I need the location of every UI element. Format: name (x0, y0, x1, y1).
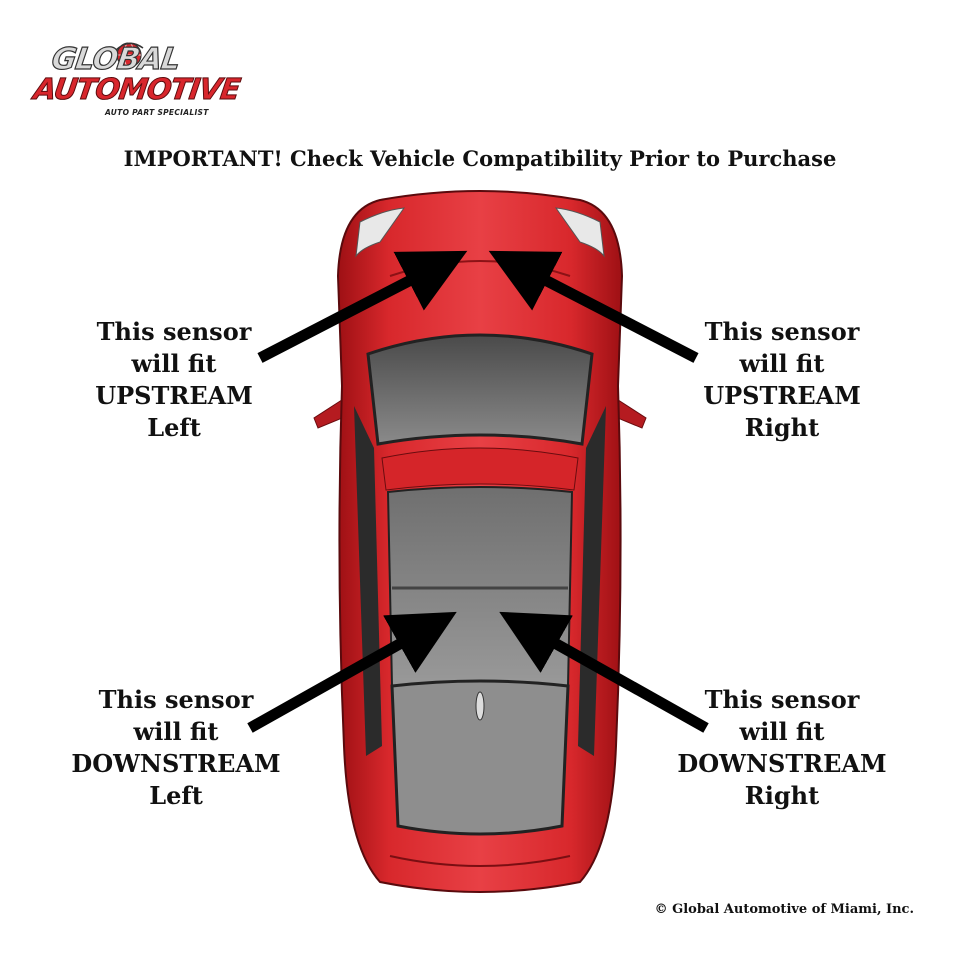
logo-word-automotive: AUTOMOTIVE (31, 72, 242, 107)
label-line: DOWNSTREAM (677, 749, 887, 778)
label-line: UPSTREAM (95, 381, 253, 410)
label-line: Right (744, 413, 820, 442)
page-title: IMPORTANT! Check Vehicle Compatibility P… (123, 146, 837, 171)
copyright-notice: © Global Automotive of Miami, Inc. (654, 902, 914, 917)
label-line: Right (744, 781, 820, 810)
label-line: will fit (739, 717, 825, 746)
globe-icon (115, 42, 144, 68)
label-line: Left (147, 413, 201, 442)
rear-window (390, 679, 570, 836)
label-line: This sensor (98, 685, 254, 714)
roof-bar (381, 447, 579, 491)
logo-tagline: AUTO PART SPECIALIST (105, 108, 209, 117)
label-line: This sensor (704, 685, 860, 714)
headlight-right (554, 207, 605, 258)
label-line: will fit (131, 349, 217, 378)
label-line: Left (149, 781, 203, 810)
car-top-view (313, 190, 647, 893)
label-line: UPSTREAM (703, 381, 861, 410)
brand-logo: GLOBAL AUTOMOTIVE AUTO PART SPECIALIST (30, 38, 242, 120)
headlight-left (355, 207, 406, 258)
label-downstream-right: This sensor will fit DOWNSTREAM Right (652, 684, 912, 812)
windshield (366, 333, 594, 446)
label-upstream-right: This sensor will fit UPSTREAM Right (652, 316, 912, 444)
label-line: This sensor (704, 317, 860, 346)
label-line: This sensor (96, 317, 252, 346)
label-line: will fit (133, 717, 219, 746)
label-line: will fit (739, 349, 825, 378)
label-line: DOWNSTREAM (71, 749, 281, 778)
label-upstream-left: This sensor will fit UPSTREAM Left (44, 316, 304, 444)
label-downstream-left: This sensor will fit DOWNSTREAM Left (46, 684, 306, 812)
